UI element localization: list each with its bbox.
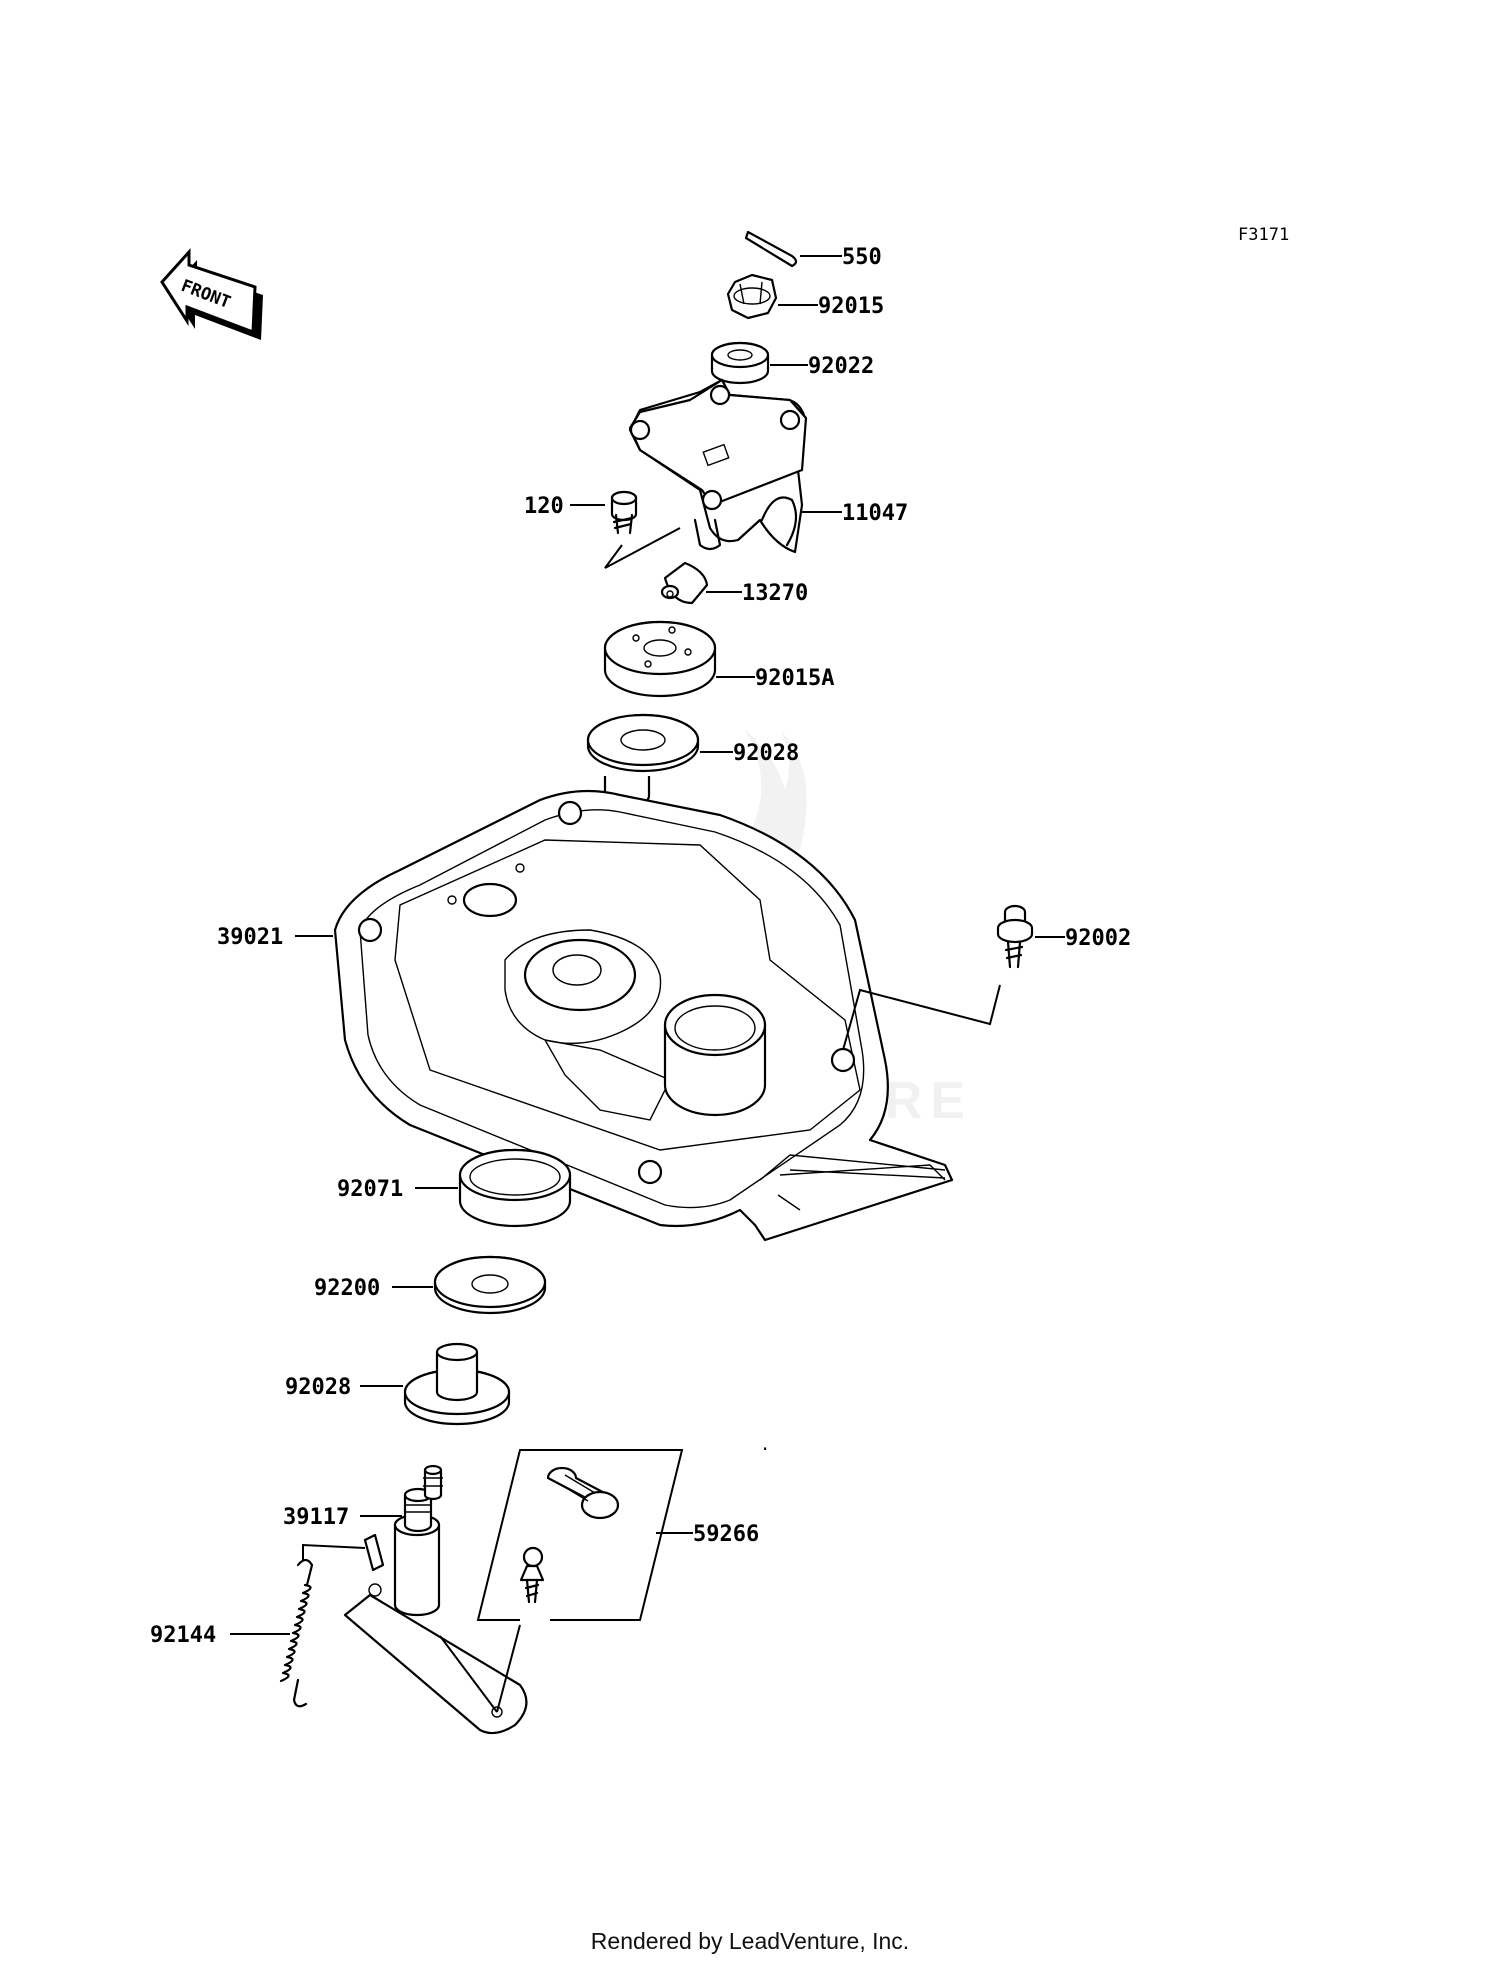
part-92028-bushing-lower: 92028 xyxy=(285,1342,511,1426)
callout-92071: 92071 xyxy=(337,1177,403,1202)
callout-92200: 92200 xyxy=(314,1276,380,1301)
part-92071-seal: 92071 xyxy=(337,1148,572,1228)
callout-120: 120 xyxy=(524,494,564,519)
part-92002-bolt: 92002 xyxy=(842,904,1131,1051)
callout-13270: 13270 xyxy=(742,581,808,606)
part-11047-bracket: 11047 xyxy=(628,378,908,554)
svg-text:.: . xyxy=(760,1435,770,1455)
part-92022-washer: 92022 xyxy=(710,341,874,385)
part-92144-spring: 92144 xyxy=(150,1558,314,1708)
callout-59266: 59266 xyxy=(693,1522,759,1547)
part-13270-fitting: 13270 xyxy=(660,561,808,606)
part-92015A-hub: 92015A xyxy=(603,620,834,698)
callout-92015A: 92015A xyxy=(755,666,834,691)
part-39021-housing: 39021 xyxy=(217,789,954,1242)
front-arrow-icon: FRONT xyxy=(160,248,263,340)
callout-39021: 39021 xyxy=(217,925,283,950)
part-39117-shaft: 39117 xyxy=(283,1464,528,1735)
part-92200-washer: 92200 xyxy=(314,1255,547,1315)
callout-92028-upper: 92028 xyxy=(733,741,799,766)
callout-92015: 92015 xyxy=(818,294,884,319)
part-92015-castle-nut: 92015 xyxy=(726,273,884,320)
callout-39117: 39117 xyxy=(283,1505,349,1530)
part-550-cotter-pin: 550 xyxy=(744,230,882,270)
callout-92002: 92002 xyxy=(1065,926,1131,951)
callout-92028-lower: 92028 xyxy=(285,1375,351,1400)
footer-credit: Rendered by LeadVenture, Inc. xyxy=(590,1928,910,1954)
callout-92022: 92022 xyxy=(808,354,874,379)
figure-ref: F3171 xyxy=(1238,225,1289,245)
part-59266-kit: 59266 . xyxy=(439,1435,770,1713)
callout-11047: 11047 xyxy=(842,501,908,526)
callout-550: 550 xyxy=(842,245,882,270)
part-120-bolt: 120 xyxy=(524,490,681,569)
callout-92144: 92144 xyxy=(150,1623,216,1648)
